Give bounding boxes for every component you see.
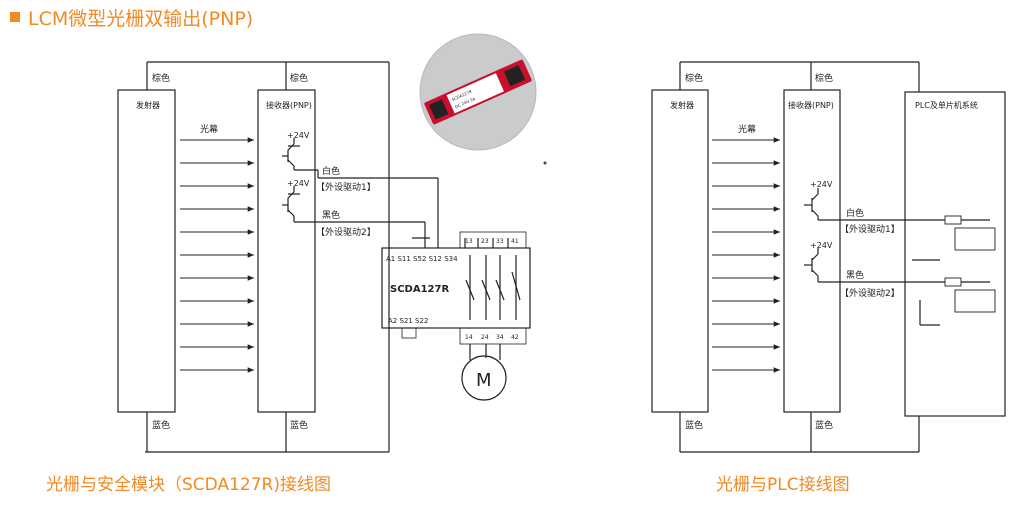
heading-text: LCM微型光栅双输出(PNP): [28, 7, 254, 30]
left-emitter-label: 发射器: [136, 100, 160, 110]
right-blue-label-2: 蓝色: [815, 419, 833, 431]
right-driver2-label: 【外设驱动2】: [840, 287, 900, 299]
emitter-box: [117, 89, 176, 413]
stray-dot: [543, 161, 547, 165]
contact-top-23: 23: [481, 238, 489, 245]
contact-bottom-34: 34: [496, 334, 504, 341]
optocoupler-1: [954, 227, 996, 251]
left-white-label: 白色: [322, 165, 340, 177]
right-pnp-transistor-2: [804, 248, 912, 283]
contact-top-33: 33: [496, 238, 504, 245]
left-v24-label-2: +24V: [287, 179, 310, 188]
safety-module-box: [381, 247, 531, 329]
module-name: SCDA127R: [390, 284, 449, 295]
light-beam-arrows: [180, 137, 254, 373]
right-light-beam-arrows: [712, 137, 780, 373]
left-driver1-label: 【外设驱动1】: [316, 181, 376, 193]
left-driver2-label: 【外设驱动2】: [316, 226, 376, 238]
right-brown-label-2: 棕色: [815, 72, 833, 84]
right-labels: 棕色 棕色 发射器 接收器(PNP) PLC及单片机系统 光幕 +24V +24…: [670, 72, 978, 431]
left-v24-label-1: +24V: [287, 131, 310, 140]
right-v24-label-1: +24V: [810, 180, 833, 189]
left-receiver-label: 接收器(PNP): [266, 100, 312, 110]
right-diagram: [651, 61, 1006, 453]
right-black-label: 黑色: [846, 269, 864, 281]
right-receiver-box: [783, 89, 841, 413]
contact-bottom-42: 42: [511, 334, 519, 341]
product-photo: SCDA127R DC 24V 3A: [419, 33, 537, 151]
right-v24-label-2: +24V: [810, 241, 833, 250]
right-white-label: 白色: [846, 207, 864, 219]
pnp-transistor-1: [282, 138, 319, 178]
right-caption: 光栅与PLC接线图: [716, 475, 850, 495]
plc-box: [904, 91, 1006, 417]
contact-bottom-14: 14: [465, 334, 473, 341]
left-diagram: [117, 61, 531, 453]
plc-label: PLC及单片机系统: [915, 100, 978, 110]
left-blue-label-1: 蓝色: [152, 419, 170, 431]
motor-label: M: [476, 370, 492, 391]
contact-top-13: 13: [465, 238, 473, 245]
right-receiver-label: 接收器(PNP): [788, 100, 834, 110]
left-brown-label-2: 棕色: [290, 72, 308, 84]
right-brown-label-1: 棕色: [685, 72, 703, 84]
left-brown-label-1: 棕色: [152, 72, 170, 84]
pnp-transistor-2: [282, 186, 318, 223]
right-light-curtain-label: 光幕: [738, 123, 756, 135]
contact-bottom-24: 24: [481, 334, 489, 341]
right-blue-label-1: 蓝色: [685, 419, 703, 431]
optocoupler-2: [954, 289, 996, 313]
right-emitter-box: [651, 89, 709, 413]
right-pnp-transistor-1: [804, 188, 912, 221]
motor-icon: [461, 355, 507, 401]
left-black-label: 黑色: [322, 209, 340, 221]
module-top-terminals: A1 S11 S52 S12 S34: [386, 255, 458, 263]
left-caption: 光栅与安全模块（SCDA127R)接线图: [46, 475, 331, 495]
right-driver1-label: 【外设驱动1】: [840, 223, 900, 235]
heading-bullet-icon: [10, 12, 20, 22]
module-bottom-terminals: A2 S21 S22: [388, 317, 428, 325]
receiver-box: [257, 89, 316, 413]
right-emitter-label: 发射器: [670, 100, 694, 110]
section-heading: LCM微型光栅双输出(PNP): [10, 4, 253, 30]
left-labels: 棕色 棕色 发射器 接收器(PNP) 光幕 +24V +24V 白色 【外设驱动…: [136, 72, 519, 431]
contact-top-41: 41: [511, 238, 519, 245]
left-light-curtain-label: 光幕: [200, 123, 218, 135]
left-blue-label-2: 蓝色: [290, 419, 308, 431]
